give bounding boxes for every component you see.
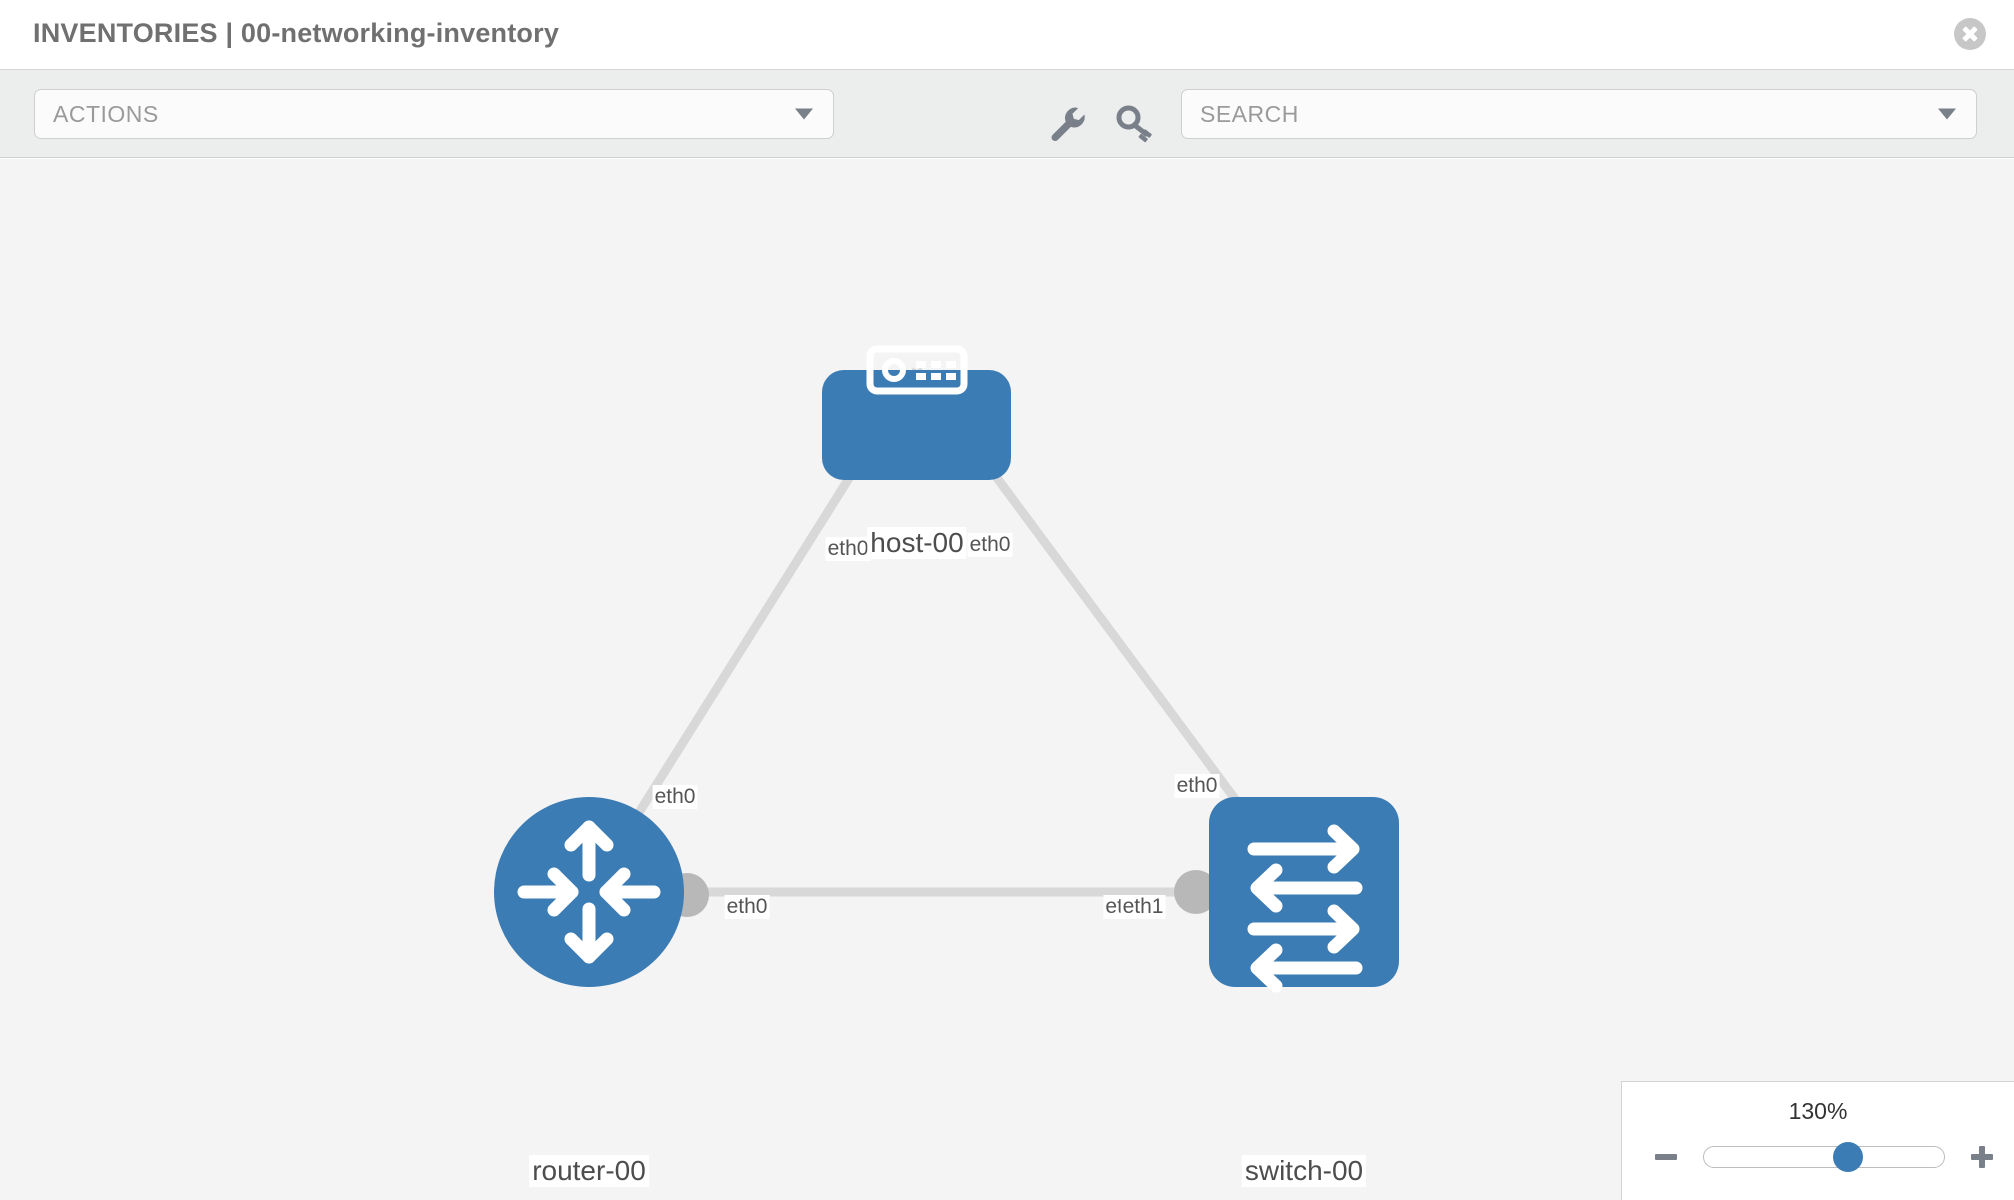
node-label-router: router-00: [529, 1155, 649, 1187]
node-router-00[interactable]: [494, 797, 684, 987]
node-host-00[interactable]: [822, 345, 1011, 480]
zoom-level-value: 130%: [1788, 1098, 1848, 1124]
node-label-switch: switch-00: [1241, 1155, 1367, 1187]
connector-dot[interactable]: [1174, 870, 1218, 914]
zoom-control-panel: 130%: [1621, 1081, 2014, 1200]
page-header: INVENTORIES | 00-networking-inventory: [0, 0, 2014, 70]
plus-icon[interactable]: [1967, 1142, 1997, 1172]
chevron-down-icon: [795, 108, 813, 120]
port-label: eth0: [825, 537, 871, 561]
wrench-icon[interactable]: [1046, 102, 1088, 144]
topology-canvas[interactable]: eth0 eth0 eth0 eth0 eth0 eth eth1 host-0…: [0, 159, 2014, 1200]
actions-dropdown-label: ACTIONS: [53, 100, 159, 127]
port-label: eth0: [652, 785, 698, 809]
port-label: eth0: [967, 533, 1013, 557]
port-label: eth1: [1120, 895, 1166, 919]
topology-graph: [494, 345, 1399, 993]
key-icon[interactable]: [1114, 102, 1156, 144]
chevron-down-icon: [1938, 108, 1956, 120]
minus-icon[interactable]: [1651, 1142, 1681, 1172]
actions-dropdown[interactable]: ACTIONS: [34, 89, 834, 139]
page-title: INVENTORIES | 00-networking-inventory: [33, 18, 560, 48]
zoom-slider-row: [1622, 1139, 2014, 1175]
zoom-slider-thumb[interactable]: [1833, 1142, 1863, 1172]
search-placeholder: SEARCH: [1200, 100, 1299, 127]
search-field[interactable]: SEARCH: [1181, 89, 1977, 139]
toolbar: ACTIONS SEARCH: [0, 70, 2014, 158]
node-label-host: host-00: [867, 527, 967, 559]
port-label: eth0: [1174, 774, 1220, 798]
zoom-slider[interactable]: [1703, 1142, 1945, 1172]
close-icon[interactable]: [1954, 18, 1986, 50]
port-label: eth0: [724, 895, 770, 919]
node-switch-00[interactable]: [1209, 797, 1399, 993]
